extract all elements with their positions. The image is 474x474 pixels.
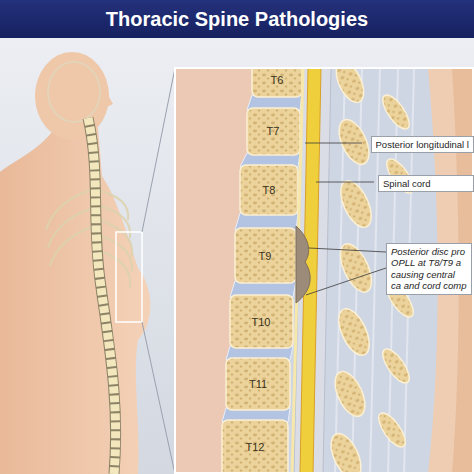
callout-text: Spinal cord [383, 178, 469, 189]
vertebra-label: T10 [252, 316, 271, 328]
callout-box: Posterior disc pro OPLL at T8/T9 a causi… [386, 243, 472, 295]
callout-text: Posterior disc pro OPLL at T8/T9 a causi… [391, 246, 467, 292]
muscle-ground [175, 68, 474, 474]
callout-box: Spinal cord [378, 175, 474, 192]
vertebra-label: T6 [271, 74, 284, 86]
vertebra-label: T9 [259, 250, 272, 262]
head [35, 52, 109, 140]
spine-section [175, 68, 474, 474]
zoom-box [116, 232, 142, 322]
leader-lines [305, 143, 386, 295]
callout-box: Posterior longitudinal l [371, 136, 474, 153]
leader-line [316, 182, 374, 183]
skull [48, 62, 100, 122]
vertebra-label: T12 [246, 441, 265, 453]
discs [222, 95, 302, 422]
body-silhouette [0, 52, 175, 474]
title-text: Thoracic Spine Pathologies [106, 8, 368, 31]
zoom-line [142, 322, 175, 474]
ribs [46, 190, 132, 288]
vertebra-label: T8 [263, 184, 276, 196]
spine-column [88, 118, 116, 474]
callout-text: Posterior longitudinal l [376, 139, 469, 150]
disc-protrusion [296, 226, 310, 303]
leader-line [305, 143, 362, 144]
dura [294, 68, 331, 474]
nose [104, 88, 113, 108]
inset-frame [175, 68, 473, 473]
vertebra-label: T7 [267, 125, 280, 137]
leader-line [306, 268, 386, 295]
title-bar: Thoracic Spine Pathologies [0, 0, 474, 38]
vertebra-label: T11 [249, 378, 267, 390]
torso [0, 128, 150, 474]
leader-line [309, 248, 386, 252]
vertebral-bodies [222, 68, 302, 474]
spine-shadow [88, 118, 116, 474]
zoom-line [142, 68, 175, 232]
